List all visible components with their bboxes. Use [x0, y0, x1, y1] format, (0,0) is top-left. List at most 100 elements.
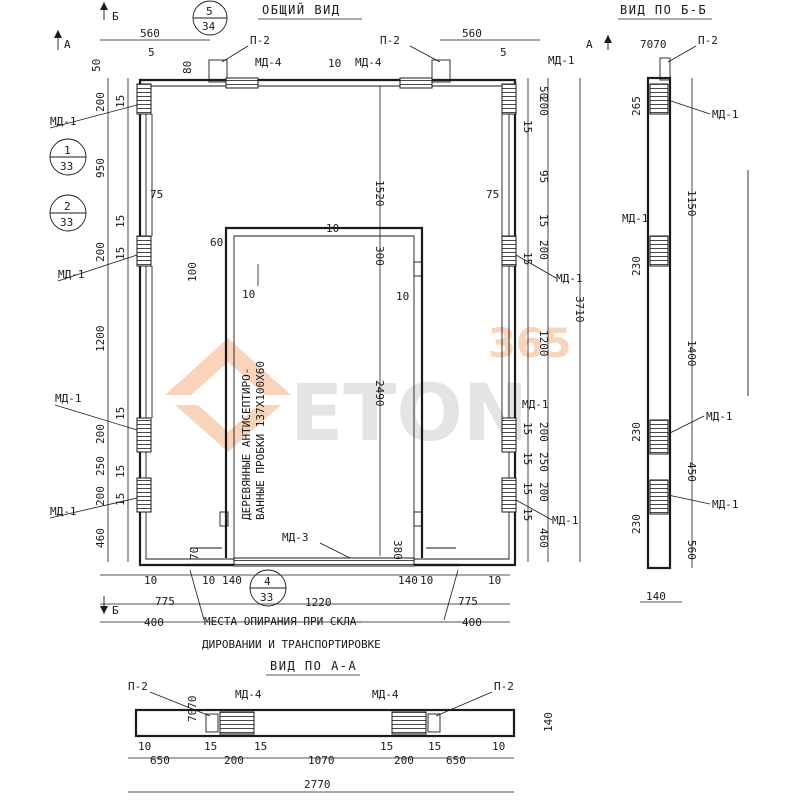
svg-text:460: 460 [94, 528, 107, 548]
svg-text:34: 34 [202, 20, 216, 33]
svg-text:380: 380 [391, 540, 404, 560]
svg-text:140: 140 [542, 712, 555, 732]
callout-1-33: 1 33 [49, 138, 87, 176]
note-supports-2: ДИРОВАНИИ И ТРАНСПОРТИРОВКЕ [202, 638, 381, 651]
watermark-logo-icon [165, 338, 291, 395]
svg-text:650: 650 [150, 754, 170, 767]
embedded-md1-l1 [136, 83, 152, 115]
svg-text:1150: 1150 [685, 190, 698, 217]
svg-text:250: 250 [537, 452, 550, 472]
label-md1-side-3: МД-1 [706, 410, 733, 423]
side-embedded-2 [649, 235, 669, 267]
svg-text:10: 10 [138, 740, 151, 753]
section-marker-b-bottom: Б [112, 604, 119, 617]
callout-5-34: 5 34 [192, 0, 228, 36]
svg-text:15: 15 [204, 740, 217, 753]
svg-text:2770: 2770 [304, 778, 331, 791]
svg-text:200: 200 [94, 242, 107, 262]
svg-text:15: 15 [114, 465, 127, 478]
svg-text:1200: 1200 [94, 326, 107, 353]
label-md1-right-1: МД-1 [548, 54, 575, 67]
svg-text:15: 15 [521, 422, 534, 435]
label-md1-right-3: МД-1 [522, 398, 549, 411]
svg-text:10: 10 [144, 574, 157, 587]
watermark-number: 365 [488, 321, 572, 367]
svg-text:200: 200 [394, 754, 414, 767]
svg-text:1070: 1070 [308, 754, 335, 767]
svg-text:775: 775 [155, 595, 175, 608]
side-embedded-3 [649, 419, 669, 455]
embedded-md1-r4 [501, 477, 517, 513]
svg-text:1400: 1400 [685, 340, 698, 367]
svg-text:200: 200 [537, 96, 550, 116]
svg-text:4: 4 [264, 575, 271, 588]
label-md1-left-4: МД-1 [50, 505, 77, 518]
svg-text:15: 15 [537, 214, 550, 227]
svg-text:50: 50 [537, 86, 550, 99]
embedded-md1-r3 [501, 417, 517, 453]
note-supports-1: МЕСТА ОПИРАНИЯ ПРИ СКЛА- [204, 615, 363, 628]
svg-text:15: 15 [114, 493, 127, 506]
section-marker-a-left: А [64, 38, 71, 51]
svg-text:15: 15 [254, 740, 267, 753]
svg-text:560: 560 [685, 540, 698, 560]
label-p2-plan-left: П-2 [128, 680, 148, 693]
svg-text:460: 460 [537, 528, 550, 548]
svg-text:1520: 1520 [373, 180, 386, 207]
plan-embedded-md4-left [219, 711, 255, 735]
svg-text:265: 265 [630, 96, 643, 116]
label-md1-side-4: МД-1 [712, 498, 739, 511]
label-md1-right-2: МД-1 [556, 272, 583, 285]
panel-outline [138, 78, 517, 567]
svg-text:230: 230 [630, 256, 643, 276]
callout-2-33: 2 33 [49, 194, 87, 232]
svg-text:300: 300 [373, 246, 386, 266]
svg-text:5: 5 [206, 5, 213, 18]
svg-text:140: 140 [398, 574, 418, 587]
svg-text:1220: 1220 [305, 596, 332, 609]
label-p2-left: П-2 [250, 34, 270, 47]
side-embedded-4 [649, 479, 669, 515]
watermark-brand: ETON [290, 369, 528, 459]
svg-text:95: 95 [537, 170, 550, 183]
general-view: ОБЩИЙ ВИД Б А А П-2 П-2 МД-4 [49, 0, 612, 651]
svg-text:15: 15 [521, 252, 534, 265]
plan-embedded-md4-right [391, 711, 427, 735]
svg-text:3710: 3710 [573, 296, 586, 323]
svg-text:70: 70 [188, 547, 201, 560]
label-p2-plan-right: П-2 [494, 680, 514, 693]
svg-text:15: 15 [428, 740, 441, 753]
svg-text:140: 140 [646, 590, 666, 603]
section-marker-a-right: А [586, 38, 593, 51]
svg-text:10: 10 [420, 574, 433, 587]
svg-text:950: 950 [94, 158, 107, 178]
embedded-md1-l2 [136, 235, 152, 267]
svg-text:33: 33 [60, 216, 73, 229]
label-md1-right-4: МД-1 [552, 514, 579, 527]
lifting-loop-left [208, 59, 228, 83]
svg-text:80: 80 [181, 61, 194, 74]
svg-text:200: 200 [537, 482, 550, 502]
svg-text:1200: 1200 [537, 330, 550, 357]
embedded-md1-l4 [136, 477, 152, 513]
label-md4-right: МД-4 [355, 56, 382, 69]
svg-text:400: 400 [144, 616, 164, 629]
label-md4-plan-left: МД-4 [235, 688, 262, 701]
svg-text:33: 33 [60, 160, 73, 173]
svg-text:50: 50 [90, 59, 103, 72]
view-b-b: ВИД ПО Б-Б П-2 7070 МД-1 МД-1 МД-1 МД-1 … [618, 3, 749, 603]
svg-text:200: 200 [224, 754, 244, 767]
svg-text:200: 200 [94, 486, 107, 506]
svg-text:10: 10 [492, 740, 505, 753]
svg-text:775: 775 [458, 595, 478, 608]
embedded-md4-left [225, 77, 259, 89]
svg-text:15: 15 [521, 482, 534, 495]
lifting-loop-right [431, 59, 451, 83]
svg-text:250: 250 [94, 456, 107, 476]
label-md1-left-3: МД-1 [55, 392, 82, 405]
svg-text:200: 200 [94, 92, 107, 112]
view-a-a: ВИД ПО А-А П-2 МД-4 МД-4 П-2 140 7070 10… [128, 659, 555, 793]
svg-text:230: 230 [630, 422, 643, 442]
